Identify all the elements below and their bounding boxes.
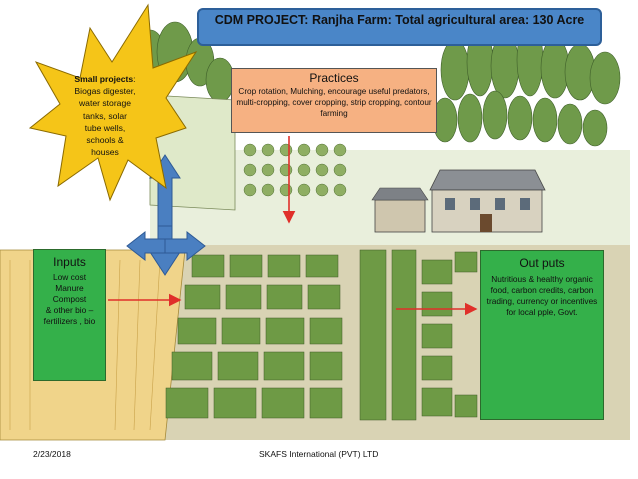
small-projects-line: Biogas digester, <box>74 86 136 97</box>
practices-text: Crop rotation, Mulching, encourage usefu… <box>236 87 432 118</box>
small-projects-heading: Small projects <box>74 74 134 84</box>
practices-heading: Practices <box>309 71 359 85</box>
outputs-box: Out puts Nutritious & healthy organic fo… <box>480 250 604 420</box>
small-projects-line: houses <box>91 147 119 158</box>
vegetable-beds <box>165 249 478 421</box>
inputs-line: Compost <box>52 294 87 304</box>
small-projects-line: schools & <box>86 135 124 146</box>
small-projects-line: water storage <box>78 98 132 109</box>
inputs-heading: Inputs <box>53 255 86 269</box>
inputs-box: Inputs Low cost Manure Compost & other b… <box>33 249 106 381</box>
wheat-texture <box>9 259 161 431</box>
inputs-line: fertilizers , bio <box>43 316 96 326</box>
footer-date: 2/23/2018 <box>33 449 71 459</box>
small-projects-line: tanks, solar <box>83 110 127 121</box>
farmhouse <box>371 169 546 233</box>
practices-box: Practices Crop rotation, Mulching, encou… <box>231 68 437 133</box>
title-text: CDM PROJECT: Ranjha Farm: Total agricult… <box>214 13 585 27</box>
title-banner: CDM PROJECT: Ranjha Farm: Total agricult… <box>197 8 602 46</box>
outputs-heading: Out puts <box>519 256 565 270</box>
small-projects-line: tube wells, <box>84 122 126 133</box>
small-projects-star <box>28 3 198 202</box>
inputs-line: Manure <box>55 283 84 293</box>
footer-organization: SKAFS International (PVT) LTD <box>259 449 379 459</box>
inputs-line: & other bio – <box>45 305 94 315</box>
orchard-rows <box>243 143 347 197</box>
small-projects-text: Small projects: Biogas digester, water s… <box>74 74 136 158</box>
outputs-text: Nutritious & healthy organic food, carbo… <box>486 274 598 317</box>
inputs-line: Low cost <box>52 272 87 282</box>
